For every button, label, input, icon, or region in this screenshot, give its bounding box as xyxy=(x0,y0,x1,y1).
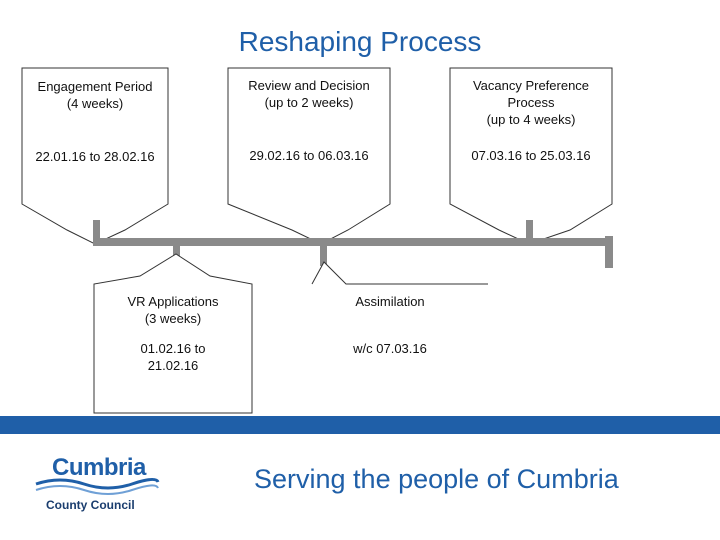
stage-review: Review and Decision (up to 2 weeks) 29.0… xyxy=(230,77,388,164)
page-title: Reshaping Process xyxy=(238,26,482,57)
stage-heading: Review and Decision (up to 2 weeks) xyxy=(248,78,370,110)
top-callout-review xyxy=(227,67,391,245)
stage-heading: Assimilation xyxy=(355,294,425,309)
stage-vacancy: Vacancy Preference Process (up to 4 week… xyxy=(452,77,610,164)
logo-subtitle: County Council xyxy=(46,498,135,512)
stage-assimilation: Assimilation w/c 07.03.16 xyxy=(320,293,460,357)
stage-heading: Engagement Period (4 weeks) xyxy=(37,79,153,111)
stage-dates: w/c 07.03.16 xyxy=(353,341,427,356)
bottom-callout-vr xyxy=(93,253,253,414)
stage-dates: 01.02.16 to 21.02.16 xyxy=(140,341,206,373)
stage-heading: VR Applications (3 weeks) xyxy=(127,294,219,326)
stage-dates: 07.03.16 to 25.03.16 xyxy=(471,148,591,163)
footer-slogan: Serving the people of Cumbria xyxy=(254,464,619,494)
stage-vr-applications: VR Applications (3 weeks) 01.02.16 to 21… xyxy=(98,293,248,374)
stage-engagement: Engagement Period (4 weeks) 22.01.16 to … xyxy=(24,78,166,165)
process-diagram xyxy=(21,67,613,414)
footer-bar xyxy=(0,416,720,434)
logo-emblem xyxy=(32,450,160,520)
top-callout-vacancy xyxy=(449,67,613,245)
bottom-callout-assimilation xyxy=(311,261,488,285)
stage-dates: 29.02.16 to 06.03.16 xyxy=(249,148,369,163)
stage-heading: Vacancy Preference Process (up to 4 week… xyxy=(472,78,590,127)
top-callout-engagement xyxy=(21,67,169,245)
stage-dates: 22.01.16 to 28.02.16 xyxy=(35,149,155,164)
cumbria-logo: Cumbria County Council xyxy=(30,448,160,522)
logo-name: Cumbria xyxy=(52,454,146,481)
